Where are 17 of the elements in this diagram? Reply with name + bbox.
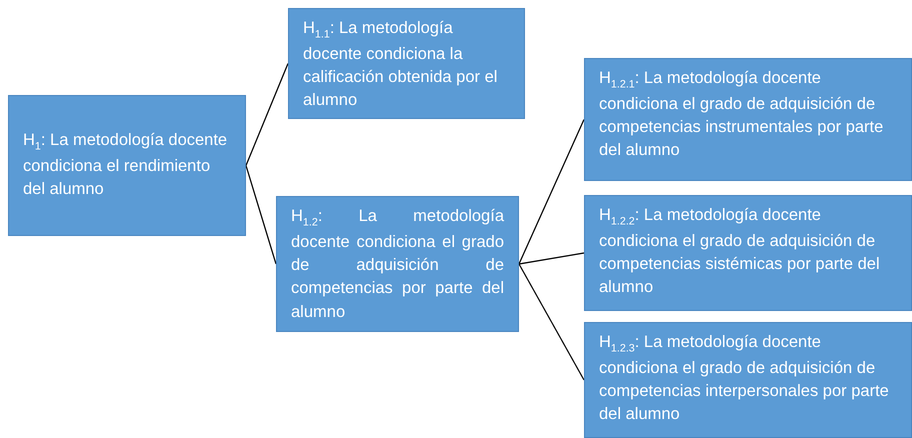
hypothesis-text: H$_{1.2.1}$: La metodología docente condiciona el grado de adquisición de competencias instrumentales por parte del alumno (599, 68, 884, 162)
hypothesis-box (288, 8, 525, 119)
hypothesis-text: H$_{1.2}$: La metodología docente condiciona el grado de adquisición de competencias por parte del alumno (291, 206, 504, 323)
connector-line (245, 165, 277, 264)
hypothesis-text: H$_{1.2.3}$: La metodología docente condiciona el grado de adquisición de competencias interpersonales por parte del alumno (599, 332, 890, 426)
connector-line (518, 252, 584, 265)
connector-line (518, 264, 585, 380)
hypothesis-box (584, 195, 912, 311)
hypothesis-box (276, 196, 519, 332)
hypothesis-text: H$_{1}$: La metodología docente condiciona el rendimiento del alumno (23, 130, 228, 200)
connector-line (518, 119, 585, 264)
hypothesis-box (584, 322, 912, 438)
hypothesis-text: H$_{1.2.2}$: La metodología docente condiciona el grado de adquisición de competencias sistémicas por parte del alumno (599, 205, 881, 298)
hypothesis-box (584, 58, 912, 181)
connector-line (245, 63, 289, 166)
hypothesis-box (8, 95, 246, 236)
hypothesis-text: H$_{1.1}$: La metodología docente condiciona la calificación obtenida por el alumno (303, 18, 498, 112)
